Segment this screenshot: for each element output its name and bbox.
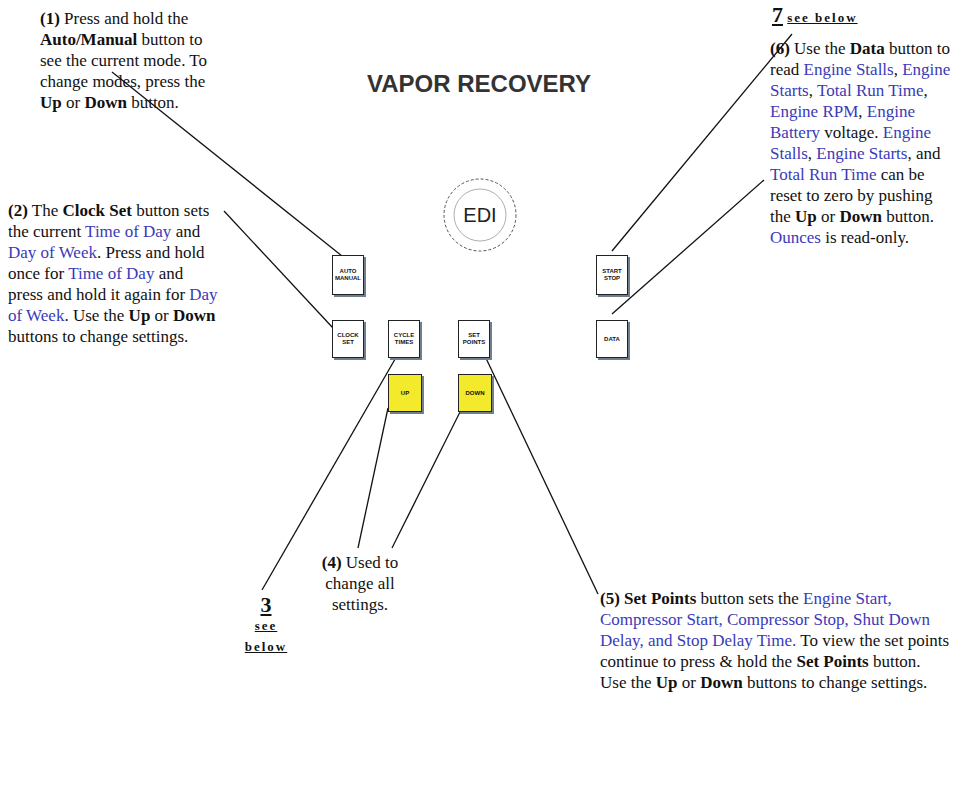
callout-text-run: or <box>66 93 80 112</box>
callout-text-run: Down <box>839 207 882 226</box>
callout-text-run: Time of Day <box>85 222 171 241</box>
callout-text: (6) Use the Data button to read Engine S… <box>770 38 954 248</box>
panel-button: UP <box>388 374 422 412</box>
screw-hole <box>235 21 245 31</box>
callout-text-run: or <box>821 207 835 226</box>
panel-button: DATA <box>596 320 628 358</box>
panel-button: START STOP <box>596 255 628 295</box>
panel-button: DOWN <box>458 374 492 412</box>
callout-number: 7 <box>772 2 783 27</box>
callout-text-run: Down <box>173 306 216 325</box>
callout-text-run: , <box>894 60 898 79</box>
callout-text-run: (1) <box>40 9 60 28</box>
callout-text-run: , and <box>907 144 940 163</box>
screw-hole <box>713 21 723 31</box>
callout-text-run: (4) <box>322 553 342 572</box>
callout-text-run: , <box>858 102 862 121</box>
button-label: DOWN <box>466 390 485 397</box>
callout-text-run: Engine Starts <box>816 144 907 163</box>
button-label: CLOCK SET <box>337 332 358 346</box>
callout-text-run: Auto/Manual <box>40 30 137 49</box>
callout-text-run: Down <box>84 93 127 112</box>
callout-text-run: (5) <box>600 589 620 608</box>
callout-text: (4) Used to change all settings. <box>302 552 418 615</box>
button-label: START STOP <box>602 268 622 282</box>
callout-text-run: Up <box>656 673 678 692</box>
callout-text: 7 see below <box>772 4 942 28</box>
callout-text-run: Press and hold the <box>64 9 188 28</box>
callout-text: (2) The Clock Set button sets the curren… <box>8 200 218 347</box>
callout-text-run: see below <box>236 615 296 657</box>
callout-text-run: Engine RPM <box>770 102 858 121</box>
callout-text-run: Up <box>795 207 817 226</box>
callout-text-run: and <box>176 222 201 241</box>
logo-text: EDI <box>463 204 496 227</box>
callout-text-run: Engine Stalls <box>804 60 894 79</box>
button-label: SET POINTS <box>463 332 485 346</box>
callout-text-run: (6) <box>770 39 790 58</box>
callout-text-run: Use the <box>794 39 845 58</box>
screw-hole <box>235 625 245 635</box>
callout-text-run: or <box>155 306 169 325</box>
callout-text-run: or <box>682 673 696 692</box>
callout-text-run: , <box>808 144 812 163</box>
callout-text-run: Up <box>129 306 151 325</box>
callout-text-run: The <box>32 201 58 220</box>
callout-text-run: Total Run Time <box>817 81 924 100</box>
panel-title: VAPOR RECOVERY <box>218 70 740 98</box>
button-label: DATA <box>604 336 620 343</box>
callout-text-run: Up <box>40 93 62 112</box>
callout-text-run: Total Run Time <box>770 165 877 184</box>
control-panel: VAPOR RECOVERY AUTO MANUAL EDI START STOP CL… <box>218 8 740 666</box>
button-label: UP <box>401 390 409 397</box>
callout-text-run: see below <box>787 10 857 25</box>
callout-text-run: button. <box>886 207 934 226</box>
callout-text-run: Day of Week <box>8 243 97 262</box>
callout-text-run: , <box>809 81 813 100</box>
callout-text-run: button sets the <box>701 589 799 608</box>
callout-text: (5) Set Points button sets the Engine St… <box>600 588 950 693</box>
callout-text-run: Clock Set <box>62 201 131 220</box>
callout-text-run: . Use the <box>64 306 124 325</box>
callout-text-run: is read-only. <box>825 228 909 247</box>
callout-text-run: Set Points <box>624 589 696 608</box>
logo-circle: EDI <box>442 177 518 253</box>
callout-text: (1) Press and hold the Auto/Manual butto… <box>40 8 222 113</box>
callout-text-run: Set Points <box>796 652 868 671</box>
button-label: CYCLE TIMES <box>394 332 414 346</box>
callout-text-run: buttons to change settings. <box>747 673 927 692</box>
callout-text-run: (2) <box>8 201 28 220</box>
callout-text-run: Data <box>850 39 885 58</box>
panel-button: CLOCK SET <box>332 320 364 358</box>
lcd-display <box>336 110 620 166</box>
panel-button: AUTO MANUAL <box>332 255 364 295</box>
callout-number: 3 <box>236 594 296 615</box>
callout-text: 3see below <box>236 594 296 657</box>
callout-text-run: , <box>923 81 927 100</box>
panel-button: CYCLE TIMES <box>388 320 420 358</box>
callout-text-run: buttons to change settings. <box>8 327 188 346</box>
callout-text-run: Time of Day <box>68 264 154 283</box>
callout-text-run: Down <box>700 673 743 692</box>
callout-text-run: voltage. <box>824 123 878 142</box>
panel-button: SET POINTS <box>458 320 490 358</box>
callout-text-run: Ounces <box>770 228 821 247</box>
button-label: AUTO MANUAL <box>335 268 361 282</box>
callout-text-run: button. <box>131 93 179 112</box>
